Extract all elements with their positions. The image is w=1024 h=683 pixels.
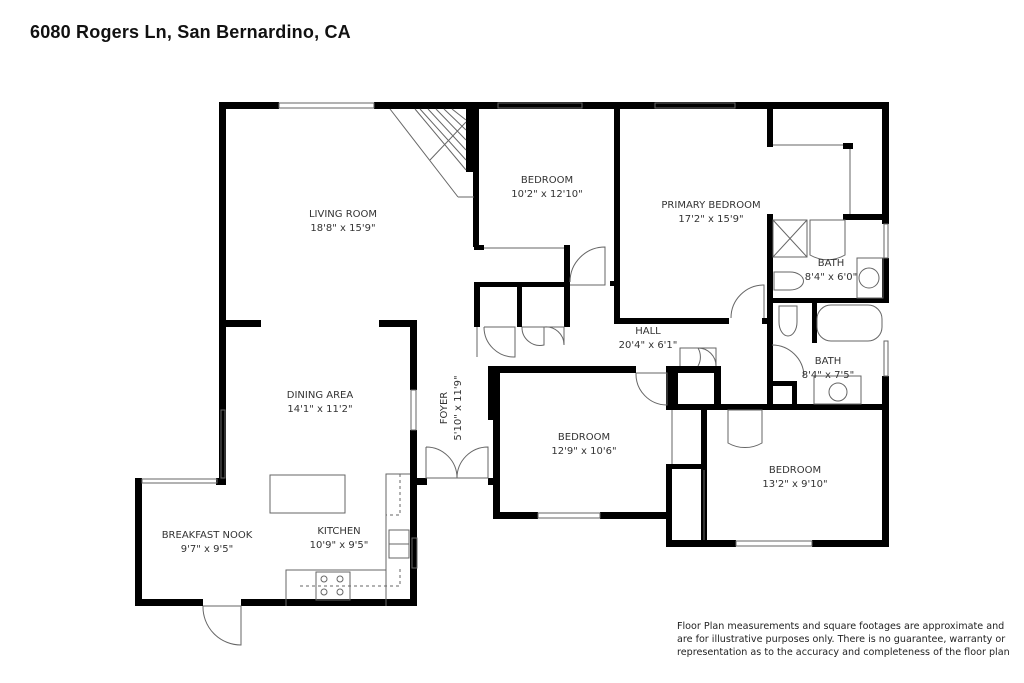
room-kitchen: KITCHEN 10'9" x 9'5" — [310, 525, 369, 553]
room-name: KITCHEN — [317, 526, 361, 537]
room-dimensions: 10'9" x 9'5" — [309, 540, 369, 551]
room-dimensions: 12'9" x 10'6" — [551, 446, 617, 457]
room-bath-2: BATH 8'4" x 7'5" — [802, 355, 854, 383]
room-name: BEDROOM — [768, 465, 822, 476]
room-name: BEDROOM — [557, 432, 611, 443]
room-living-room: LIVING ROOM 18'8" x 15'9" — [309, 208, 377, 236]
room-dimensions: 14'1" x 11'2" — [287, 404, 353, 415]
exterior-walls — [135, 102, 889, 606]
room-bedroom-3: BEDROOM 13'2" x 9'10" — [762, 464, 827, 492]
room-name: BATH — [817, 258, 845, 269]
property-address-title: 6080 Rogers Ln, San Bernardino, CA — [30, 22, 351, 42]
room-dimensions: 10'2" x 12'10" — [511, 189, 583, 200]
disclaimer-text: Floor Plan measurements and square foota… — [677, 621, 1010, 658]
room-name: BEDROOM — [520, 175, 574, 186]
room-dimensions: 13'2" x 9'10" — [762, 479, 828, 490]
room-dimensions: 18'8" x 15'9" — [310, 223, 376, 234]
room-name: BATH — [814, 356, 842, 367]
room-hall: HALL 20'4" x 6'1" — [619, 325, 678, 353]
room-dimensions: 5'10" x 11'9" — [453, 375, 464, 441]
room-name: HALL — [635, 326, 661, 337]
room-dimensions: 20'4" x 6'1" — [618, 340, 678, 351]
room-name: PRIMARY BEDROOM — [661, 200, 761, 211]
room-dimensions: 8'4" x 6'0" — [804, 272, 858, 283]
room-dimensions: 8'4" x 7'5" — [801, 370, 855, 381]
room-dimensions: 9'7" x 9'5" — [180, 544, 234, 555]
room-bedroom-1: BEDROOM 10'2" x 12'10" — [511, 174, 583, 202]
room-dining-area: DINING AREA 14'1" x 11'2" — [287, 389, 353, 417]
room-bath-1: BATH 8'4" x 6'0" — [805, 257, 857, 285]
room-dimensions: 17'2" x 15'9" — [678, 214, 744, 225]
room-name: DINING AREA — [286, 390, 354, 401]
room-name: FOYER — [439, 391, 450, 425]
room-primary-bedroom: PRIMARY BEDROOM 17'2" x 15'9" — [661, 199, 760, 227]
room-name: BREAKFAST NOOK — [161, 530, 253, 541]
room-bedroom-2: BEDROOM 12'9" x 10'6" — [551, 431, 616, 459]
room-name: LIVING ROOM — [308, 209, 378, 220]
room-breakfast-nook: BREAKFAST NOOK 9'7" x 9'5" — [162, 529, 253, 557]
room-foyer: FOYER 5'10" x 11'9" — [438, 375, 466, 440]
fixtures-and-openings — [141, 102, 889, 646]
